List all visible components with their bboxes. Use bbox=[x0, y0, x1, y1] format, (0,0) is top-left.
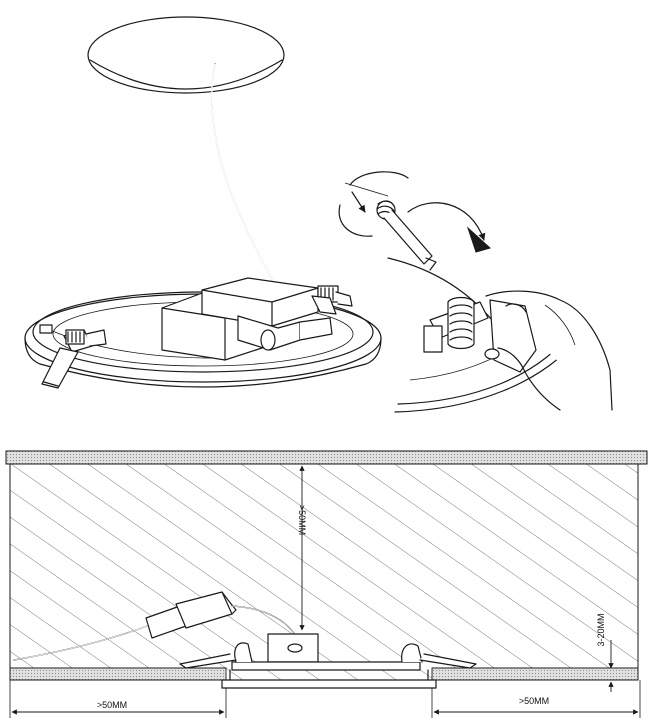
left-clearance-label: >50MM bbox=[97, 700, 127, 710]
led-driver-box bbox=[161, 277, 333, 361]
ceiling-slab bbox=[5, 450, 648, 465]
clip-zoom-circle bbox=[338, 171, 437, 271]
panel-with-driver-illustration bbox=[24, 16, 382, 389]
ceiling-disc bbox=[87, 16, 285, 94]
right-clearance-label: >50MM bbox=[519, 696, 549, 706]
rotation-arrow-icon bbox=[407, 202, 486, 241]
recessed-fixture bbox=[179, 633, 477, 689]
driver-in-cavity bbox=[145, 591, 237, 639]
right-clearance-dimension: >50MM bbox=[431, 680, 641, 718]
depth-dimension-label: >50MM bbox=[297, 505, 307, 535]
ceiling-cross-section: >50MM 3-20MM >50MM >50MM bbox=[5, 450, 648, 718]
spring-clip-right bbox=[311, 285, 353, 315]
ceiling-edge-curve bbox=[387, 257, 501, 331]
thickness-dimension-label: 3-20MM bbox=[596, 613, 606, 646]
hand-illustration bbox=[484, 290, 613, 411]
ceiling-cavity bbox=[9, 463, 639, 681]
left-clearance-dimension: >50MM bbox=[9, 680, 227, 718]
spring-clip-detail bbox=[423, 296, 489, 353]
thickness-dimension: 3-20MM bbox=[596, 613, 618, 692]
depth-dimension: >50MM bbox=[297, 465, 307, 631]
spring-clip-left bbox=[39, 324, 107, 389]
clip-installation-detail bbox=[338, 171, 613, 413]
false-ceiling-board bbox=[9, 667, 227, 681]
